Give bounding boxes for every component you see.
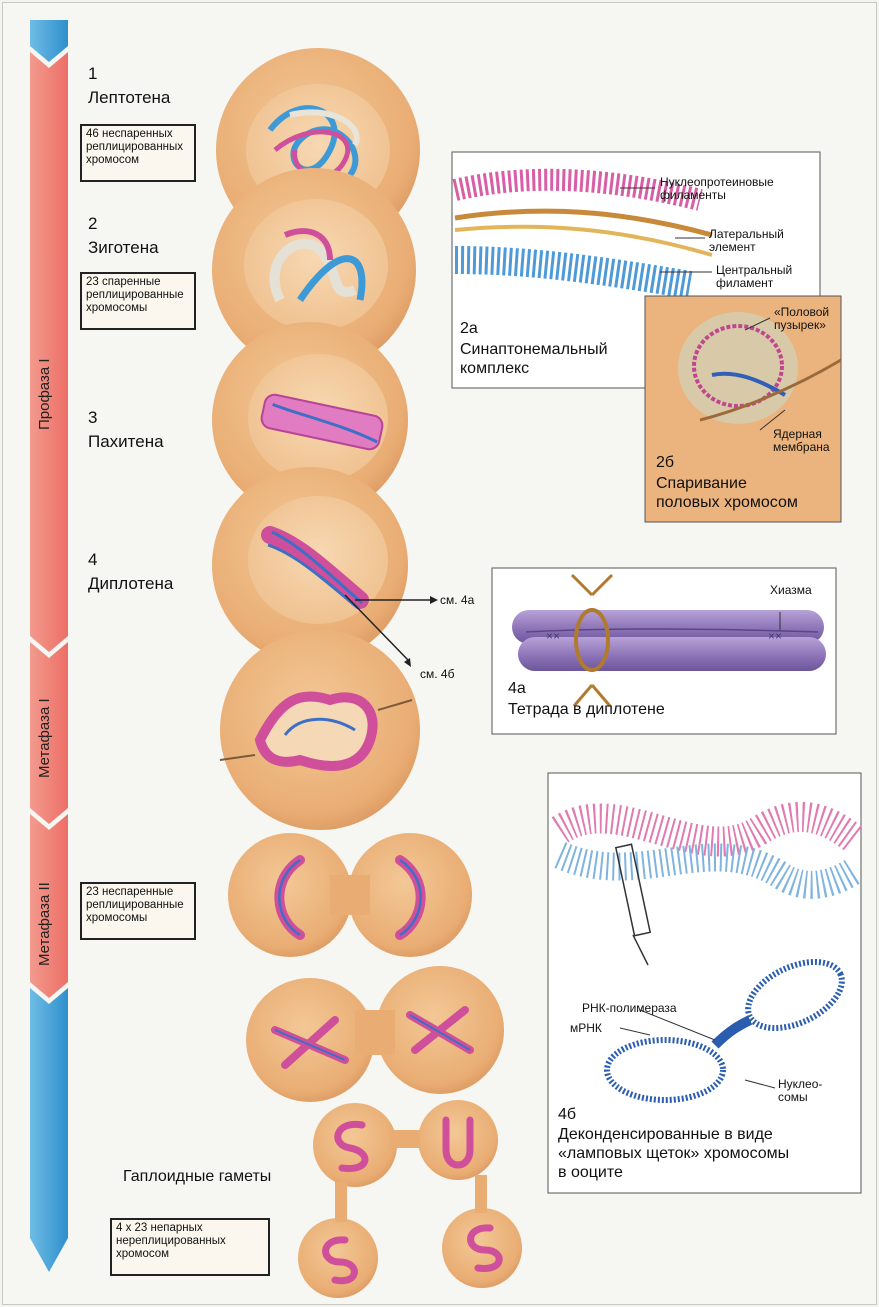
label-nucleosomes: Нуклео- сомы (778, 1078, 822, 1104)
inset-4b-caption-line: «ламповых щеток» хромосомы (558, 1144, 789, 1163)
box-4-line: хромосом (116, 1248, 264, 1261)
box-3-line: 23 неспаренные (86, 886, 190, 899)
inset-4b-caption: Деконденсированные в виде «ламповых щето… (558, 1125, 789, 1182)
stage-1-name: Лептотена (88, 88, 170, 108)
chromosome-count-box-1: 46 неспаренных реплицированных хромосом (80, 124, 196, 182)
box-1-line: реплицированных (86, 141, 190, 154)
label-mrna: мРНК (570, 1022, 602, 1035)
see-4a-pointer: см. 4а (440, 594, 474, 607)
inset-4b-number: 4б (558, 1106, 576, 1124)
svg-text:××: ×× (546, 629, 560, 643)
inset-2a-label3-line: филамент (716, 277, 792, 290)
box-2-line: реплицированные (86, 289, 190, 302)
inset-2a-caption-line: Синаптонемальный (460, 340, 608, 359)
label-rna-polymerase: РНК-полимераза (582, 1002, 677, 1015)
cell-metaphase2-pair (246, 966, 504, 1102)
inset-2a-label1-line: филаменты (660, 189, 774, 202)
box-4-line: 4 x 23 непарных (116, 1222, 264, 1235)
inset-2b-caption-line: Спаривание (656, 474, 798, 493)
label-lateral-element: Латеральный элемент (709, 228, 784, 254)
box-1-line: 46 неспаренных (86, 128, 190, 141)
chromosome-count-box-3: 23 неспаренные реплицированные хромосомы (80, 882, 196, 940)
stage-1-number: 1 (88, 64, 97, 84)
label-sex-vesicle: «Половой пузырек» (774, 306, 829, 332)
inset-2b-caption: Спаривание половых хромосом (656, 474, 798, 512)
cell-anaphase-pair (228, 833, 472, 957)
see-4b-pointer: см. 4б (420, 668, 454, 681)
inset-2b-number: 2б (656, 454, 674, 472)
inset-4a-caption: Тетрада в диплотене (508, 700, 665, 719)
inset-4b-label3-line: сомы (778, 1091, 822, 1104)
box-3-line: хромосомы (86, 912, 190, 925)
inset-4a-number: 4а (508, 680, 526, 698)
box-1-line: хромосом (86, 154, 190, 167)
cell-metaphase1 (220, 630, 420, 830)
chromosome-count-box-2: 23 спаренные реплицированные хромосомы (80, 272, 196, 330)
phase-label-prophase: Профаза I (36, 358, 53, 430)
inset-2b-label2-line: мембрана (773, 441, 830, 454)
box-3-line: реплицированные (86, 899, 190, 912)
phase-label-metaphase2: Метафаза II (36, 882, 53, 966)
inset-2b-caption-line: половых хромосом (656, 493, 798, 512)
svg-text:××: ×× (768, 629, 782, 643)
box-2-line: хромосомы (86, 302, 190, 315)
stage-3-name: Пахитена (88, 432, 164, 452)
stage-3-number: 3 (88, 408, 97, 428)
phase-bar (30, 20, 68, 1272)
stage-4-name: Диплотена (88, 574, 173, 594)
box-4-line: нереплицированных (116, 1235, 264, 1248)
label-nucleoprotein-filaments: Нуклеопротеиновые филаменты (660, 176, 774, 202)
label-chiasma: Хиазма (770, 584, 812, 597)
inset-2b-label1-line: пузырек» (774, 319, 829, 332)
gametes (298, 1100, 522, 1298)
inset-2a-label2-line: элемент (709, 241, 784, 254)
stage-2-name: Зиготена (88, 238, 159, 258)
inset-4b-caption-line: Деконденсированные в виде (558, 1125, 789, 1144)
inset-4b-caption-line: в ооците (558, 1163, 789, 1182)
inset-2a-number: 2а (460, 320, 478, 338)
stage-2-number: 2 (88, 214, 97, 234)
label-nuclear-membrane: Ядерная мембрана (773, 428, 830, 454)
box-2-line: 23 спаренные (86, 276, 190, 289)
inset-2a-caption-line: комплекс (460, 359, 608, 378)
phase-label-metaphase1: Метафаза I (36, 698, 53, 778)
chromosome-count-box-4: 4 x 23 непарных нереплицированных хромос… (110, 1218, 270, 1276)
label-central-filament: Центральный филамент (716, 264, 792, 290)
inset-2a-caption: Синаптонемальный комплекс (460, 340, 608, 378)
gametes-label: Гаплоидные гаметы (123, 1168, 271, 1186)
stage-4-number: 4 (88, 550, 97, 570)
